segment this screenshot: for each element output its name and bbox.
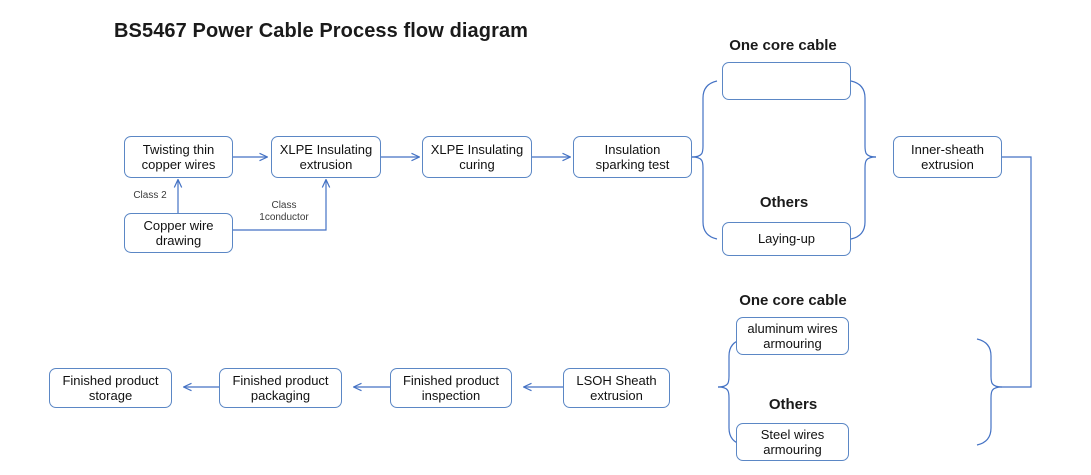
brace-top-left-lower [691,156,718,240]
edge-label-class-1-conductor: Class 1conductor [259,200,309,223]
group-label-one-core-cable-bottom: One core cable [739,292,847,309]
node-one-core-cable-arrow-box[interactable] [722,62,851,100]
group-label-one-core-cable-top: One core cable [729,37,837,54]
node-laying-up[interactable]: Laying-up [722,222,851,256]
brace-bottom-right-upper [976,338,1003,388]
brace-top-right-lower [850,156,877,240]
page-title: BS5467 Power Cable Process flow diagram [114,20,529,42]
brace-bottom-right-lower [976,386,1003,446]
edge-label-class-2: Class 2 [133,190,167,201]
brace-top-right-upper [850,80,877,158]
connector-inner-sheath-to-armouring [1002,156,1032,388]
group-label-others-top: Others [759,194,809,211]
brace-top-left-upper [691,80,718,158]
group-label-others-bottom: Others [768,396,818,413]
